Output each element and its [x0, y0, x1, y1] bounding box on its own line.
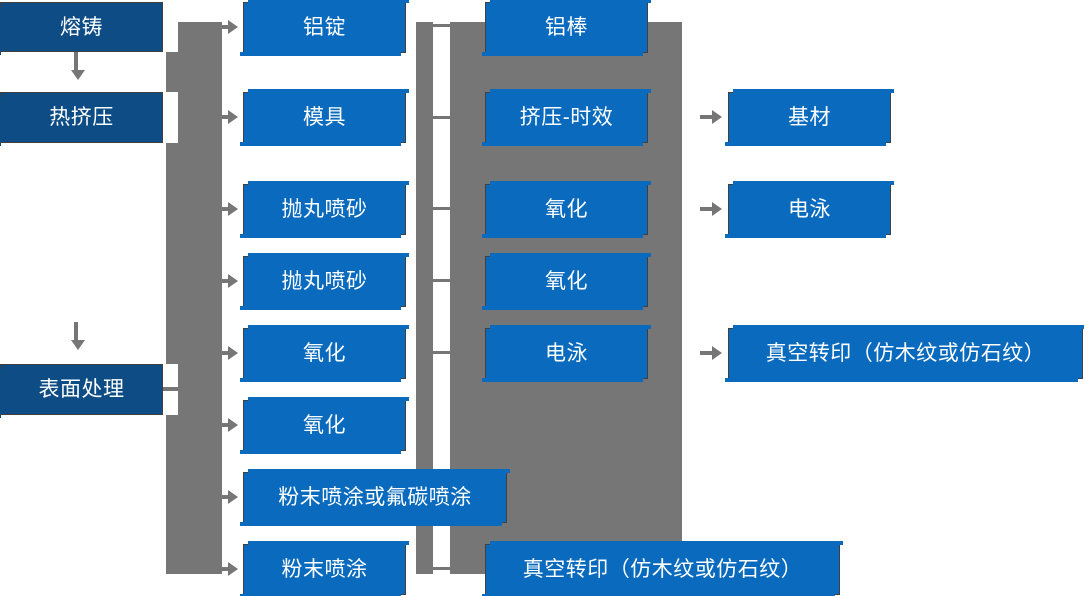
arrow-stem-electrophoresis-b	[700, 207, 714, 211]
node-label: 铝锭	[303, 16, 346, 39]
node-label: 挤压-时效	[519, 106, 614, 129]
node-vacuum-transfer-right[interactable]: 真空转印（仿木纹或仿石纹）	[725, 325, 1084, 382]
node-oxidation-d[interactable]: 氧化	[482, 253, 651, 310]
arrow-down-to-hot-extrusion	[71, 70, 85, 80]
node-label: 氧化	[545, 270, 588, 293]
node-mould[interactable]: 模具	[240, 89, 409, 146]
node-aluminum-bar[interactable]: 铝棒	[482, 0, 651, 56]
node-label: 模具	[303, 106, 346, 129]
gray-trunk-middle	[416, 22, 433, 574]
arrow-stem-shot-blasting-2	[216, 279, 230, 283]
node-oxidation-c[interactable]: 氧化	[482, 181, 651, 238]
arrow-to-mould	[228, 110, 238, 124]
tick-oxidation-c	[433, 207, 453, 210]
arrow-to-electrophoresis-b	[712, 202, 722, 216]
node-label: 粉末喷涂	[281, 558, 368, 581]
arrow-stem-base-material	[700, 115, 714, 119]
arrow-stem-mould	[216, 115, 230, 119]
arrow-stem-aluminum-ingot	[216, 25, 230, 29]
arrow-stem-shot-blasting-1	[216, 207, 230, 211]
arrow-to-vacuum-transfer-right	[712, 346, 722, 360]
node-electrophoresis-a[interactable]: 电泳	[482, 325, 651, 382]
arrow-stem-powder-coating	[216, 567, 230, 571]
stub-surface-treatment-to-trunk	[163, 387, 188, 391]
node-powder-or-fluorocarbon[interactable]: 粉末喷涂或氟碳喷涂	[240, 469, 510, 526]
node-extrusion-aging[interactable]: 挤压-时效	[482, 89, 651, 146]
node-label: 氧化	[545, 198, 588, 221]
node-label: 熔铸	[60, 15, 103, 39]
arrow-to-base-material	[712, 110, 722, 124]
node-label: 粉末喷涂或氟碳喷涂	[278, 486, 472, 509]
arrow-to-powder-coating	[228, 562, 238, 576]
node-base-material[interactable]: 基材	[725, 89, 894, 146]
tick-oxidation-d	[433, 279, 453, 282]
node-label: 抛丸喷砂	[281, 198, 368, 221]
arrow-down-stem-hot-extrusion	[74, 52, 78, 72]
tick-vacuum-transfer-bottom	[433, 567, 453, 570]
node-oxidation-a[interactable]: 氧化	[240, 325, 409, 382]
node-powder-coating[interactable]: 粉末喷涂	[240, 541, 409, 596]
node-label: 真空转印（仿木纹或仿石纹）	[522, 558, 803, 581]
node-melting-casting[interactable]: 熔铸	[0, 2, 163, 55]
arrow-stem-oxidation-a	[216, 351, 230, 355]
tick-aluminum-bar	[433, 24, 453, 27]
node-label: 基材	[788, 106, 831, 129]
node-aluminum-ingot[interactable]: 铝锭	[240, 0, 409, 56]
node-label: 热挤压	[49, 106, 114, 129]
node-label: 真空转印（仿木纹或仿石纹）	[765, 342, 1046, 365]
gray-trunk-left-notch-top	[166, 22, 178, 52]
node-shot-blasting-1[interactable]: 抛丸喷砂	[240, 181, 409, 238]
node-electrophoresis-b[interactable]: 电泳	[725, 181, 894, 238]
node-label: 铝棒	[545, 16, 588, 39]
arrow-down-to-surface-treatment	[71, 340, 85, 350]
node-surface-treatment[interactable]: 表面处理	[0, 364, 163, 418]
node-label: 抛丸喷砂	[281, 270, 368, 293]
node-vacuum-transfer-bottom[interactable]: 真空转印（仿木纹或仿石纹）	[482, 541, 843, 596]
arrow-down-stem-surface-treatment	[74, 322, 78, 342]
tick-electrophoresis-a	[433, 351, 453, 354]
node-label: 表面处理	[38, 378, 125, 401]
arrow-to-powder-or-fluorocarbon	[228, 490, 238, 504]
tick-extrusion-aging	[433, 116, 453, 119]
arrow-stem-powder-or-fluorocarbon	[216, 495, 230, 499]
arrow-to-oxidation-b	[228, 418, 238, 432]
node-label: 电泳	[545, 342, 588, 365]
arrow-to-shot-blasting-1	[228, 202, 238, 216]
node-oxidation-b[interactable]: 氧化	[240, 397, 409, 454]
arrow-to-aluminum-ingot	[228, 20, 238, 34]
arrow-to-oxidation-a	[228, 346, 238, 360]
arrow-stem-oxidation-b	[216, 423, 230, 427]
arrow-stem-vacuum-transfer-right	[700, 351, 714, 355]
arrow-to-shot-blasting-2	[228, 274, 238, 288]
node-label: 电泳	[788, 198, 831, 221]
gray-trunk-left-notch-mid	[166, 92, 178, 143]
node-hot-extrusion[interactable]: 热挤压	[0, 92, 163, 146]
node-shot-blasting-2[interactable]: 抛丸喷砂	[240, 253, 409, 310]
node-label: 氧化	[303, 414, 346, 437]
node-label: 氧化	[303, 342, 346, 365]
